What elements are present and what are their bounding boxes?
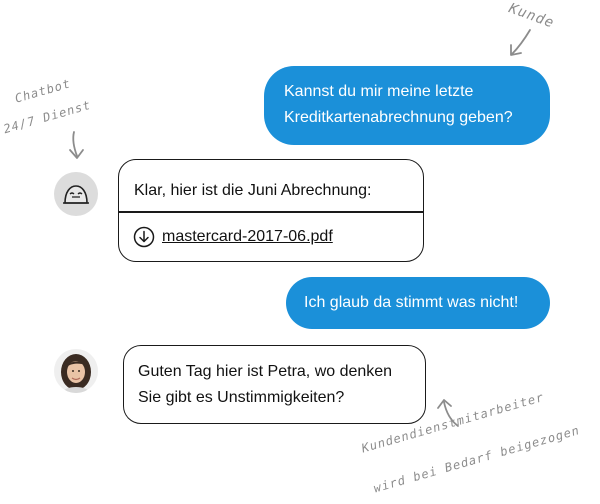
- message-customer-2: Ich glaub da stimmt was nicht!: [286, 277, 550, 329]
- message-text-line: Kreditkartenabrechnung geben?: [284, 109, 513, 126]
- download-circle-icon: [133, 226, 155, 248]
- message-customer-1: Kannst du mir meine letzte Kreditkartena…: [264, 66, 550, 145]
- annotation-chatbot-title: Chatbot: [13, 76, 73, 106]
- message-chatbot-1: Klar, hier ist die Juni Abrechnung: mast…: [118, 159, 424, 262]
- annotation-arrow-agent: [437, 399, 459, 427]
- annotation-arrow-customer: [510, 29, 531, 56]
- attachment-filename: mastercard-2017-06.pdf: [162, 228, 333, 245]
- annotation-customer: Kunde: [506, 0, 557, 32]
- message-text-line: Guten Tag hier ist Petra, wo denken: [138, 363, 393, 380]
- message-agent-1: Guten Tag hier ist Petra, wo denken Sie …: [123, 345, 426, 424]
- message-text-line: Sie gibt es Unstimmigkeiten?: [138, 389, 345, 406]
- annotation-arrow-chatbot: [69, 131, 84, 159]
- attachment-divider: [119, 211, 423, 213]
- chatbot-avatar: [54, 172, 98, 216]
- message-text-line: Kannst du mir meine letzte: [284, 83, 474, 100]
- message-text: Klar, hier ist die Juni Abrechnung:: [134, 182, 372, 199]
- attachment-link[interactable]: mastercard-2017-06.pdf: [133, 224, 333, 250]
- agent-avatar: [54, 349, 98, 393]
